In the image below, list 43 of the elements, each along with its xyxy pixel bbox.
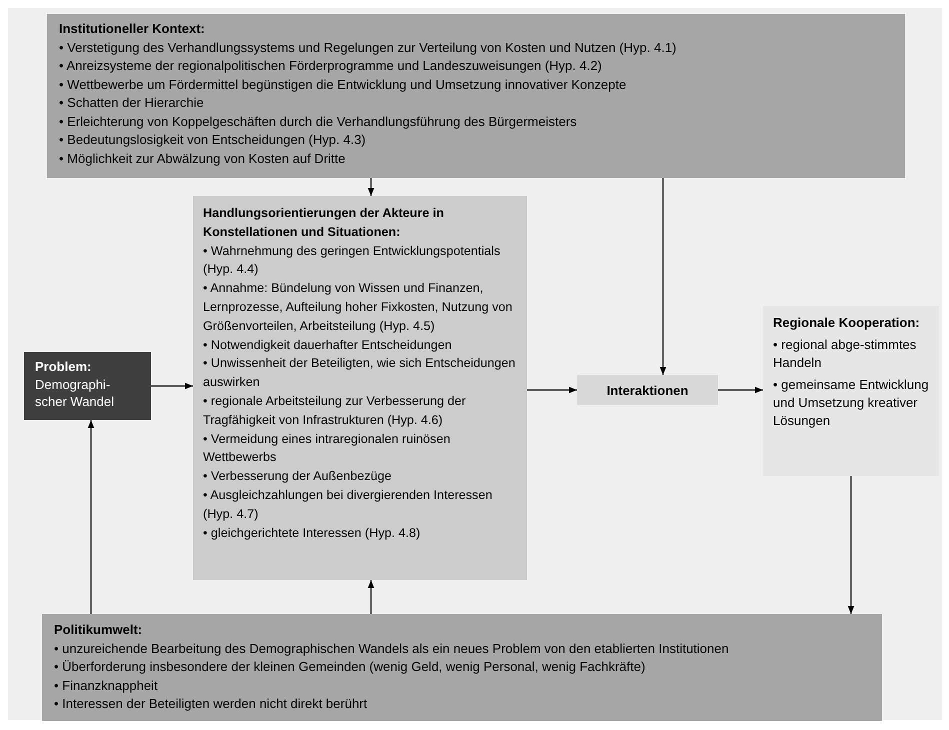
bullet-text: • regionale Arbeitsteilung zur Verbesserung der Tragfähigkeit von Infrastrukturen (Hyp. 4.6) bbox=[203, 392, 467, 429]
arrow bbox=[151, 382, 193, 390]
arrow bbox=[368, 580, 374, 614]
arrow bbox=[718, 386, 763, 394]
process-box bbox=[193, 196, 527, 580]
process-box bbox=[577, 375, 718, 405]
bullet-text: • unzureichende Bearbeitung des Demographischen Wandels als ein neues Problem von den etablierten Institutionen bbox=[54, 640, 730, 658]
bullet-text: • Wettbewerbe um Fördermittel begünstigen die Entwicklung und Umsetzung innovativer Konzepte bbox=[59, 76, 628, 94]
arrow bbox=[660, 178, 666, 375]
bullet-text: • Überforderung insbesondere der kleinen Gemeinden (wenig Geld, wenig Personal, wenig Fachkräfte) bbox=[54, 658, 646, 676]
bullet-text: • Notwendigkeit dauerhafter Entscheidungen bbox=[203, 336, 453, 354]
arrow bbox=[527, 386, 577, 394]
box-heading: Politikumwelt: bbox=[54, 621, 144, 639]
process-box bbox=[763, 306, 939, 476]
process-box bbox=[47, 14, 905, 178]
bullet-text: • Finanzknappheit bbox=[54, 676, 159, 695]
bullet-text: • Bedeutungslosigkeit von Entscheidungen (Hyp. 4.3) bbox=[59, 131, 367, 149]
bullet-text: • gleichgerichtete Interessen (Hyp. 4.8) bbox=[203, 524, 422, 542]
process-box bbox=[42, 614, 882, 720]
box-heading: Interaktionen bbox=[606, 382, 688, 398]
bullet-text: • Erleichterung von Koppelgeschäften durch die Verhandlungsführung des Bürgermeisters bbox=[59, 112, 578, 131]
bullet-text: • Verbesserung der Außenbezüge bbox=[203, 468, 393, 486]
bullet-text: • Verstetigung des Verhandlungssystems und Regelungen zur Verteilung von Kosten und Nutzen (Hyp. 4.1) bbox=[59, 38, 678, 57]
bullet-text: • Annahme: Bündelung von Wissen und Finanzen, Lernprozesse, Aufteilung hoher Fixkosten, Nutzung von Größenvorteilen, Arbeitsteilung (Hyp. 4.5) bbox=[203, 280, 514, 335]
arrow bbox=[848, 476, 854, 614]
bullet-text: • Vermeidung eines intraregionalen ruinösen Wettbewerbs bbox=[203, 430, 452, 466]
box-heading: Handlungsorientierungen der Akteure in Konstellationen und Situationen: bbox=[203, 205, 445, 241]
bullet-text: • regional abge-stimmtes Handeln bbox=[773, 336, 918, 372]
bullet-text: • Unwissenheit der Beteiligten, wie sich Entscheidungen auswirken bbox=[203, 355, 516, 392]
box-heading: Regionale Kooperation: bbox=[773, 314, 921, 332]
bullet-text: • Anreizsysteme der regionalpolitischen Förderprogramme und Landeszuweisungen (Hyp. 4.2) bbox=[59, 57, 603, 75]
bullet-text: • Ausgleichzahlungen bei divergierenden Interessen (Hyp. 4.7) bbox=[203, 486, 494, 523]
bullet-text: Demographi-scher Wandel bbox=[35, 376, 115, 410]
bullet-text: • Wahrnehmung des geringen Entwicklungspotentials (Hyp. 4.4) bbox=[203, 242, 502, 278]
arrow bbox=[368, 178, 374, 196]
bullet-text: • Interessen der Beteiligten werden nicht direkt berührt bbox=[54, 695, 368, 713]
box-heading: Problem: bbox=[35, 358, 92, 376]
bullet-text: • Schatten der Hierarchie bbox=[59, 94, 205, 112]
bullet-text: • gemeinsame Entwicklung und Umsetzung kreativer Lösungen bbox=[773, 376, 929, 430]
arrow bbox=[88, 420, 94, 614]
process-box bbox=[24, 352, 151, 420]
box-heading: Institutioneller Kontext: bbox=[59, 20, 206, 38]
bullet-text: • Möglichkeit zur Abwälzung von Kosten auf Dritte bbox=[59, 150, 346, 168]
